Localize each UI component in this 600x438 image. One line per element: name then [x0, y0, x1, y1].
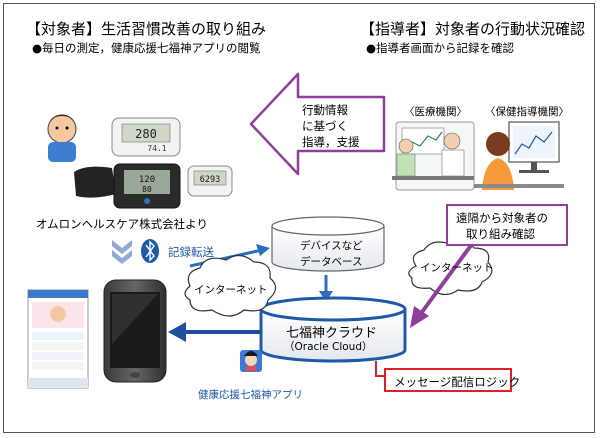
remote-check-line-2: 取り組み確認 — [466, 227, 535, 241]
message-logic-connector — [375, 361, 384, 377]
smartphone-illustration — [103, 279, 167, 383]
scale-sub-readout: 74.1 — [147, 144, 166, 153]
scale-top-readout: 280 — [135, 127, 157, 141]
guidance-arrow-line-1: 行動情報 — [302, 103, 348, 117]
transfer-arrow — [189, 248, 263, 268]
record-transfer-label: 記録転送 — [168, 245, 214, 259]
message-logic-label: メッセージ配信ロジック — [394, 375, 521, 389]
app-name-label: 健康応援七福神アプリ — [198, 389, 303, 401]
pedometer-device-icon: 6293 — [187, 165, 233, 197]
internet-right-label: インターネット — [420, 262, 494, 274]
internet-cloud-left — [184, 254, 277, 317]
right-subtitle: ●指導者画面から記録を確認 — [366, 41, 515, 55]
health-guidance-label: 〈保健指導機関〉 — [485, 106, 569, 118]
internet-left-label: インターネット — [194, 284, 268, 296]
pedometer-readout: 6293 — [200, 175, 220, 185]
cloud-label-line-2: （Oracle Cloud） — [284, 341, 373, 353]
right-title: 【指導者】対象者の行動状況確認 — [360, 20, 586, 38]
database-label-line-1: デバイスなど — [300, 240, 363, 252]
remote-check-arrow — [420, 242, 474, 314]
bp-dia-readout: 80 — [142, 185, 152, 194]
internet-cloud-right — [408, 240, 493, 296]
person-icon — [47, 114, 77, 162]
left-title: 【対象者】生活習慣改善の取り組み — [26, 20, 267, 38]
medical-institution-label: 〈医療機関〉 — [404, 106, 467, 118]
guidance-big-arrow — [249, 72, 386, 176]
guidance-arrow-line-3: 指導，支援 — [302, 135, 360, 149]
left-subtitle: ●毎日の測定，健康応援七福神アプリの閲覧 — [32, 41, 261, 55]
device-database-cylinder — [271, 216, 385, 272]
bp-sys-readout: 120 — [139, 175, 155, 185]
cloud-label-line-1: 七福神クラウド — [286, 326, 378, 341]
health-guidance-illustration — [474, 121, 564, 190]
shichifukujin-app-icon — [240, 350, 262, 372]
cloud-cylinder — [259, 296, 407, 363]
medical-institution-illustration — [392, 121, 475, 191]
guidance-arrow-line-2: に基づく — [302, 119, 348, 133]
database-label-line-2: データベース — [300, 256, 363, 268]
bluetooth-transfer-graphic — [112, 239, 159, 264]
diagram-graphics: 280 74.1 120 80 6293 — [27, 72, 564, 389]
omron-devices-illustration: 280 74.1 120 80 6293 — [47, 114, 233, 209]
app-screen-illustration — [27, 289, 89, 389]
omron-source-label: オムロンヘルスケア株式会社より — [36, 217, 208, 231]
remote-check-line-1: 遠隔から対象者の — [456, 211, 548, 225]
scale-device-icon: 280 74.1 — [111, 117, 181, 157]
diagram-frame: 280 74.1 120 80 6293 — [3, 3, 595, 433]
remote-check-box: 遠隔から対象者の 取り組み確認 — [446, 204, 568, 246]
message-logic-box: メッセージ配信ロジック — [384, 368, 520, 392]
blood-pressure-monitor-icon: 120 80 — [74, 163, 181, 209]
